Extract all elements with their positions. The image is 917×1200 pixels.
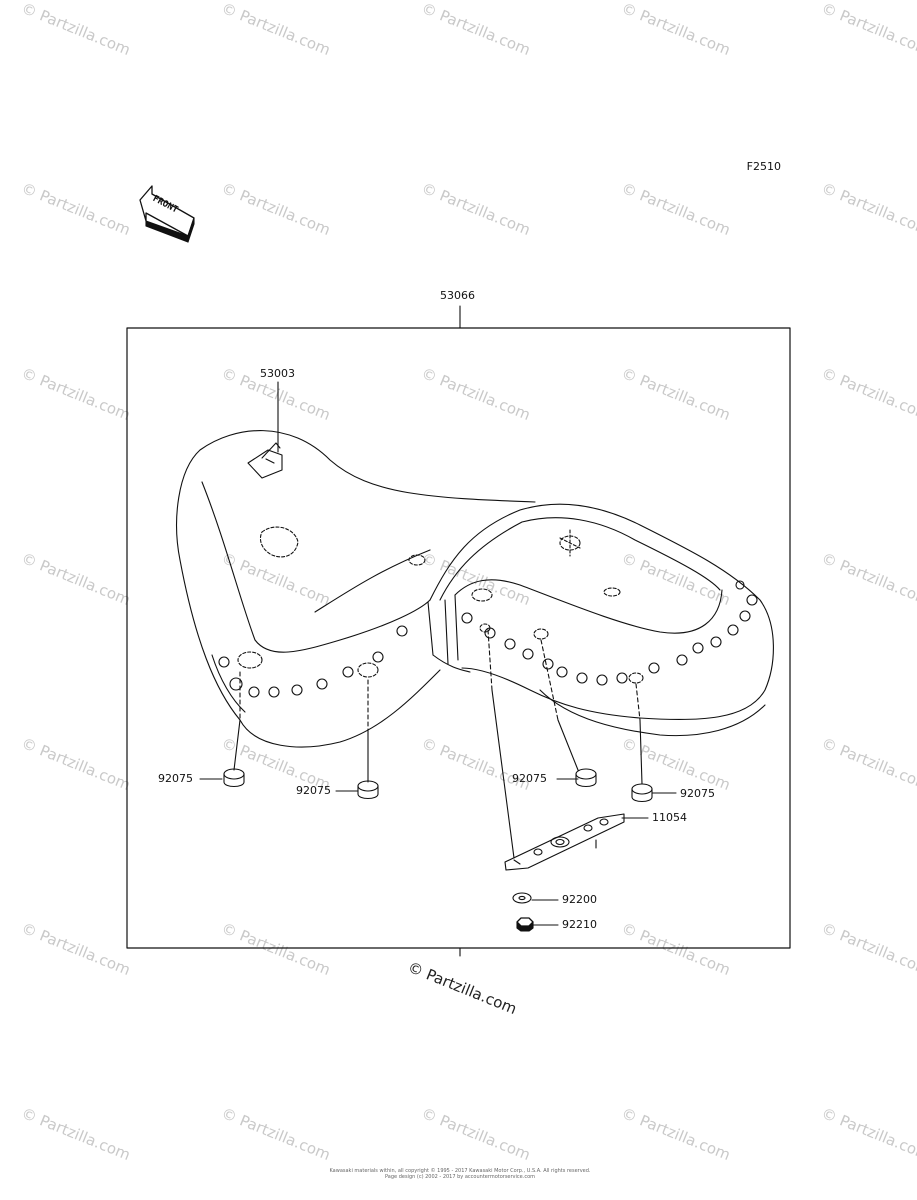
leader-lines [199,381,677,926]
copyright-notice: Kawasaki materials within, all copyright… [300,1168,620,1180]
part-label-damper: 92075 [296,784,331,797]
nut-part [516,917,534,932]
damper-part [631,783,653,803]
part-label-nut: 92210 [562,918,597,931]
seat-illustration [176,430,774,748]
part-label-assembly: 53066 [440,289,475,302]
part-label-damper: 92075 [512,772,547,785]
part-label-washer: 92200 [562,893,597,906]
figure-code: F2510 [746,160,781,173]
damper-part [575,768,597,788]
damper-part [357,780,379,800]
front-arrow-icon: FRONT [139,185,195,243]
part-label-bracket: 11054 [652,811,687,824]
part-label-damper: 92075 [680,787,715,800]
part-label-emblem: 53003 [260,367,295,380]
assembly-frame [126,305,791,957]
damper-part [223,768,245,788]
part-label-damper: 92075 [158,772,193,785]
washer-part [512,892,532,904]
copyright-line: Page design (c) 2002 - 2017 by accounter… [385,1174,535,1180]
bracket-part [504,813,625,871]
copyright-line: Kawasaki materials within, all copyright… [329,1168,591,1174]
